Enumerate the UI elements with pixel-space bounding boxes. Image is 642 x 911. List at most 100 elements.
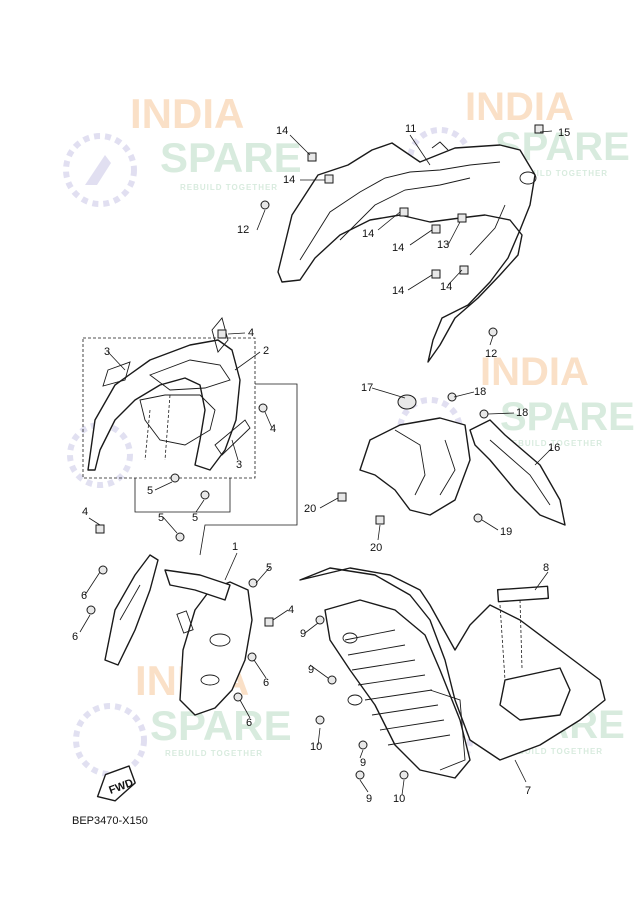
callout-label: 6 <box>81 590 87 602</box>
callout-label: 5 <box>266 562 272 574</box>
screw-icon <box>98 565 108 575</box>
screw-icon <box>479 409 489 419</box>
callout-label: 8 <box>543 562 549 574</box>
callout-label: 14 <box>392 242 404 254</box>
callout-label: 3 <box>104 346 110 358</box>
watermark-mid-right: INDIA SPARE REBUILD TOGETHER <box>397 350 635 463</box>
callout-label: 11 <box>405 123 416 135</box>
callout-label: 14 <box>362 228 374 240</box>
clip-icon <box>431 269 441 279</box>
watermark-tagline: REBUILD TOGETHER <box>180 183 278 192</box>
screw-icon <box>315 715 325 725</box>
callout-label: 12 <box>237 224 249 236</box>
clip-icon <box>324 174 334 184</box>
callout-label: 15 <box>558 127 570 139</box>
callout-label: 12 <box>485 348 497 360</box>
screw-icon <box>200 490 210 500</box>
callout-label: 19 <box>500 526 512 538</box>
callout-label: 9 <box>300 628 306 640</box>
callout-label: 9 <box>360 757 366 769</box>
screw-icon <box>86 605 96 615</box>
callout-label: 5 <box>192 512 198 524</box>
callout-label: 14 <box>276 125 288 137</box>
callout-label: 14 <box>283 174 295 186</box>
clip-icon <box>457 213 467 223</box>
callout-label: 16 <box>548 442 560 454</box>
clip-icon <box>337 492 347 502</box>
screw-icon <box>170 473 180 483</box>
screw-icon <box>358 740 368 750</box>
clip-icon <box>534 124 544 134</box>
watermark-line2: SPARE <box>500 395 635 439</box>
callout-label: 4 <box>248 327 254 339</box>
screw-icon <box>247 652 257 662</box>
callout-label: 4 <box>270 423 276 435</box>
clip-icon <box>459 265 469 275</box>
watermark-line2: SPARE <box>160 134 302 181</box>
callout-label: 9 <box>366 793 372 805</box>
rear-mudguard-part <box>359 417 566 526</box>
callout-label: 6 <box>263 677 269 689</box>
watermark-mid-left <box>67 422 133 488</box>
clip-icon <box>431 224 441 234</box>
callout-label: 6 <box>72 631 78 643</box>
under-cowl-part <box>299 567 606 779</box>
callout-label: 13 <box>437 239 449 251</box>
callout-label: 5 <box>158 512 164 524</box>
seat-cowl-part <box>277 141 537 363</box>
callout-label: 17 <box>361 382 373 394</box>
screw-icon <box>175 532 185 542</box>
clip-icon <box>95 524 105 534</box>
clip-icon <box>264 617 274 627</box>
callout-label: 14 <box>440 281 452 293</box>
screw-icon <box>473 513 483 523</box>
watermark-tagline: REBUILD TOGETHER <box>165 749 263 758</box>
watermark-tagline: REBUILD TOGETHER <box>505 439 603 448</box>
callout-label: 1 <box>232 541 238 553</box>
callout-label: 4 <box>288 604 294 616</box>
clip-icon <box>375 515 385 525</box>
callout-label: 20 <box>370 542 382 554</box>
lower-fender-part <box>104 554 253 716</box>
watermark-tagline: REBUILD TOGETHER <box>510 169 608 178</box>
callout-label: 3 <box>236 459 242 471</box>
screw-icon <box>315 615 325 625</box>
watermark-line1: INDIA <box>130 90 244 137</box>
grommet-icon <box>397 394 417 410</box>
screw-icon <box>327 675 337 685</box>
callout-labels: 11 14 14 12 15 14 14 13 14 14 12 3 2 4 4… <box>72 123 570 805</box>
screw-icon <box>355 770 365 780</box>
diagram-code: BEP3470-X150 <box>72 815 148 827</box>
callout-label: 5 <box>147 485 153 497</box>
watermark-top-left: INDIA SPARE REBUILD TOGETHER <box>63 90 302 207</box>
vent-grille <box>344 629 466 771</box>
forward-arrow-icon: FWD <box>96 765 136 802</box>
clip-icon <box>399 207 409 217</box>
screw-icon <box>260 200 270 210</box>
callout-label: 7 <box>525 785 531 797</box>
watermark-line1: INDIA <box>465 85 574 129</box>
screw-icon <box>258 403 268 413</box>
callout-label: 14 <box>392 285 404 297</box>
callout-label: 4 <box>82 506 88 518</box>
screw-icon <box>233 692 243 702</box>
callout-label: 18 <box>516 407 528 419</box>
callout-label: 6 <box>246 717 252 729</box>
screw-icon <box>399 770 409 780</box>
front-fender-assembly <box>82 317 298 556</box>
callout-label: 18 <box>474 386 486 398</box>
leader-lines <box>79 130 553 796</box>
callout-label: 9 <box>308 664 314 676</box>
watermark-line1: INDIA <box>480 350 589 394</box>
callout-label: 10 <box>393 793 405 805</box>
screw-icon <box>248 578 258 588</box>
callout-label: 2 <box>263 345 269 357</box>
screw-icon <box>447 392 457 402</box>
clip-icon <box>217 329 227 339</box>
screw-icon <box>488 327 498 337</box>
clip-icon <box>307 152 317 162</box>
callout-label: 20 <box>304 503 316 515</box>
watermark-tagline: REBUILD TOGETHER <box>505 747 603 756</box>
watermark-line2: SPARE <box>150 702 292 749</box>
